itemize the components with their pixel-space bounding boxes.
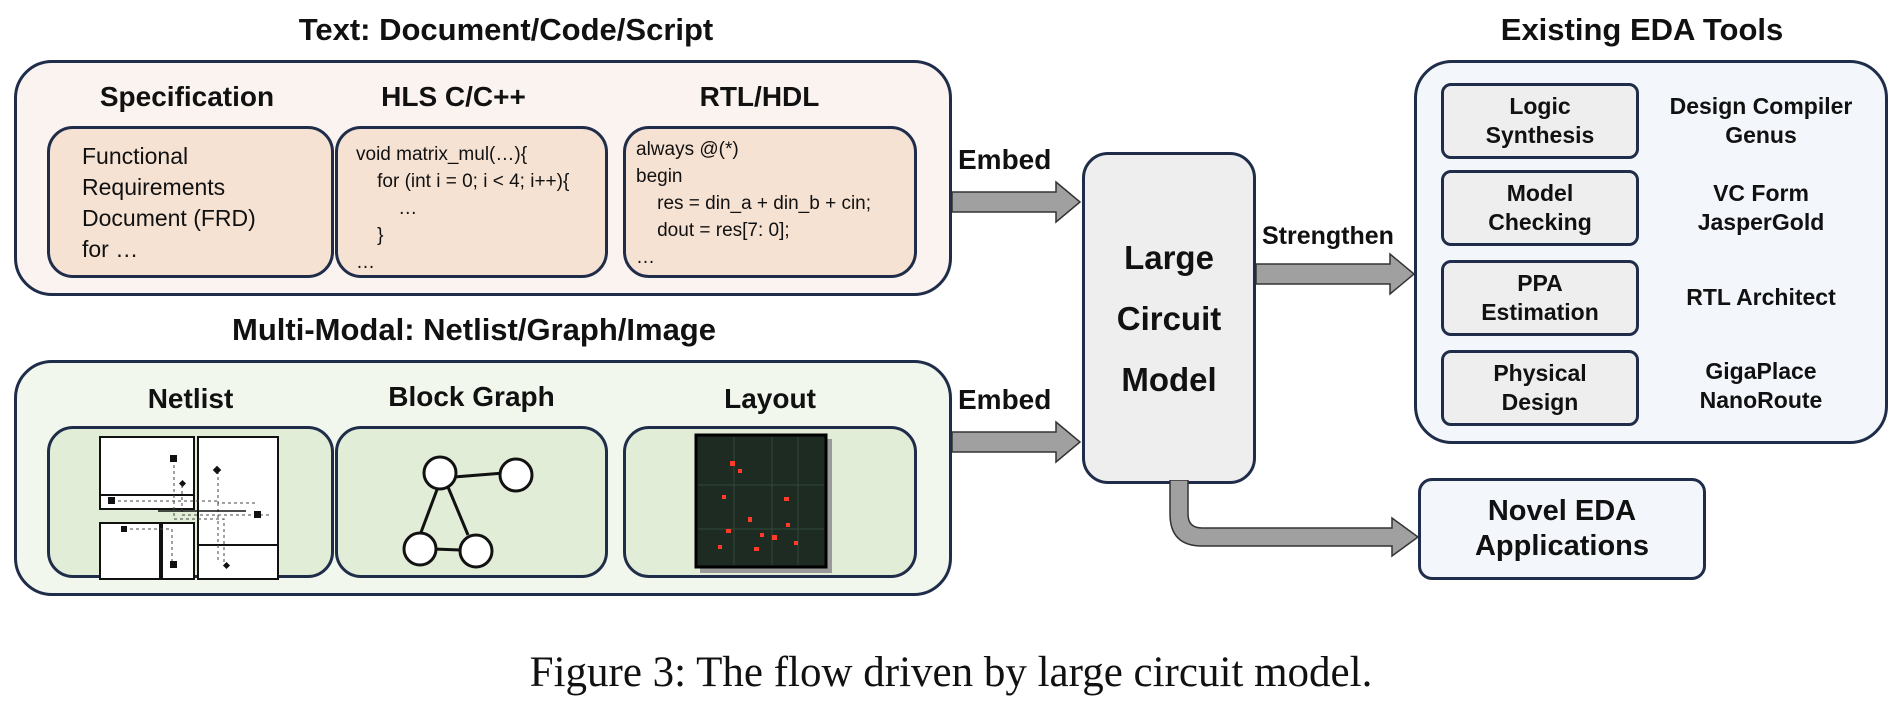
product-line: NanoRoute (1699, 387, 1823, 413)
code-line: for (int i = 0; i < 4; i++){ (356, 171, 570, 192)
code-line: dout = res[7: 0]; (636, 220, 790, 241)
spec-line: Requirements (82, 174, 226, 200)
specification-card: Functional Requirements Document (FRD) f… (47, 126, 334, 278)
hls-card: void matrix_mul(…){ for (int i = 0; i < … (335, 126, 608, 278)
layout-card (623, 426, 917, 578)
novel-applications-arrow (1169, 480, 1420, 558)
spec-line: Functional (82, 143, 189, 169)
eda-tools-group: Logic Synthesis Design Compiler Genus Mo… (1414, 60, 1888, 444)
multimodal-group: Netlist (14, 360, 952, 596)
task-line: Model (1506, 180, 1574, 206)
code-line: always @(*) (636, 139, 739, 160)
center-line: Model (1121, 360, 1217, 398)
task-line: Physical (1493, 360, 1587, 386)
novel-eda-applications-box: Novel EDA Applications (1418, 478, 1706, 580)
specification-text: Functional Requirements Document (FRD) f… (82, 141, 256, 265)
layout-title: Layout (724, 383, 816, 414)
ppa-estimation-box: PPA Estimation (1441, 260, 1639, 336)
hls-title: HLS C/C++ (381, 81, 526, 112)
large-circuit-model-box: Large Circuit Model (1082, 152, 1256, 484)
physical-design-products: GigaPlace NanoRoute (1645, 357, 1877, 415)
code-line: … (636, 247, 655, 268)
text-group: Specification Functional Requirements Do… (14, 60, 952, 296)
center-line: Large (1124, 238, 1214, 276)
code-line: res = din_a + din_b + cin; (636, 193, 872, 214)
task-line: PPA (1517, 270, 1563, 296)
netlist-card (47, 426, 334, 580)
model-checking-products: VC Form JasperGold (1645, 179, 1877, 237)
block-graph-card (335, 426, 608, 578)
code-line: void matrix_mul(…){ (356, 144, 528, 165)
spec-line: for … (82, 236, 139, 262)
product-line: Genus (1725, 122, 1797, 148)
spec-line: Document (FRD) (82, 205, 256, 231)
embed-bottom-label: Embed (958, 384, 1052, 415)
task-line: Estimation (1481, 299, 1599, 325)
product-line: VC Form (1713, 180, 1809, 206)
embed-top-arrow (952, 180, 1082, 224)
multimodal-group-title: Multi-Modal: Netlist/Graph/Image (232, 312, 716, 347)
physical-design-box: Physical Design (1441, 350, 1639, 426)
layout-image-icon (694, 433, 832, 573)
task-line: Checking (1488, 209, 1592, 235)
task-line: Synthesis (1485, 122, 1595, 148)
hls-code: void matrix_mul(…){ for (int i = 0; i < … (356, 141, 569, 276)
embed-top-label: Embed (958, 144, 1052, 175)
strengthen-label: Strengthen (1262, 222, 1394, 250)
logic-synthesis-products: Design Compiler Genus (1645, 92, 1877, 150)
code-line: … (356, 252, 375, 273)
eda-tools-title: Existing EDA Tools (1500, 12, 1784, 47)
code-line: } (356, 225, 384, 246)
model-checking-box: Model Checking (1441, 170, 1639, 246)
rtl-title: RTL/HDL (699, 81, 820, 112)
rtl-card: always @(*) begin res = din_a + din_b + … (623, 126, 917, 278)
product-line: GigaPlace (1705, 358, 1817, 384)
ppa-estimation-products: RTL Architect (1645, 283, 1877, 312)
specification-title: Specification (99, 81, 275, 112)
code-line: … (356, 198, 418, 219)
strengthen-arrow (1256, 252, 1416, 296)
code-line: begin (636, 166, 683, 187)
logic-synthesis-box: Logic Synthesis (1441, 83, 1639, 159)
task-line: Design (1501, 389, 1579, 415)
novel-line: Applications (1474, 530, 1649, 562)
novel-line: Novel EDA (1487, 495, 1637, 527)
product-line: JasperGold (1697, 209, 1825, 235)
product-line: RTL Architect (1686, 284, 1836, 310)
block-graph-icon (402, 455, 534, 569)
product-line: Design Compiler (1669, 93, 1853, 119)
block-graph-title: Block Graph (388, 381, 555, 412)
task-line: Logic (1509, 93, 1571, 119)
text-group-title: Text: Document/Code/Script (298, 12, 714, 47)
figure-caption: Figure 3: The flow driven by large circu… (529, 649, 1373, 696)
netlist-title: Netlist (147, 383, 234, 414)
center-line: Circuit (1116, 299, 1222, 337)
embed-bottom-arrow (952, 420, 1082, 464)
netlist-floorplan-icon (99, 436, 279, 580)
rtl-code: always @(*) begin res = din_a + din_b + … (636, 136, 871, 271)
